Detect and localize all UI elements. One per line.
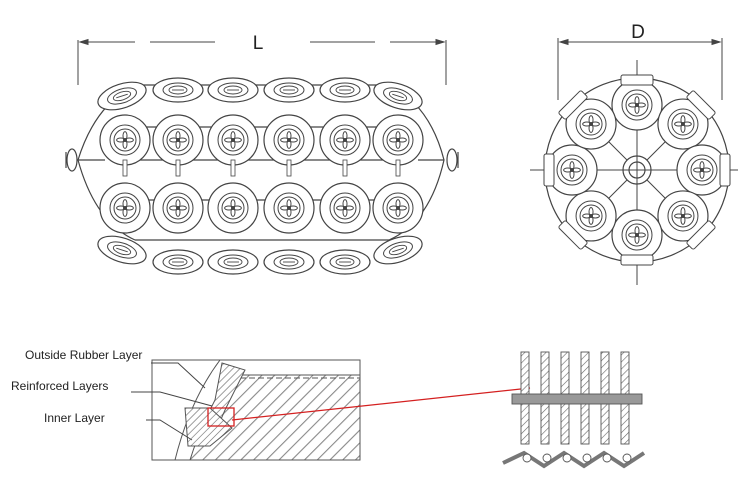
weave-node bbox=[562, 453, 572, 463]
bottom-tyre-left bbox=[97, 235, 147, 265]
weave-node bbox=[622, 453, 632, 463]
side-tyre-0-5 bbox=[372, 114, 424, 166]
reinforced-layers-label: Reinforced Layers bbox=[11, 379, 108, 393]
end-tyre-3 bbox=[657, 190, 709, 242]
side-tyre-1-3 bbox=[263, 182, 315, 234]
link-piece bbox=[175, 159, 181, 177]
link-piece bbox=[122, 159, 128, 177]
end-pad-7 bbox=[686, 220, 716, 250]
bottom-tyre-right bbox=[373, 235, 423, 265]
end-tyre-ring bbox=[543, 74, 731, 266]
bottom-tyre-3 bbox=[319, 249, 371, 275]
end-tyre-5 bbox=[565, 190, 617, 242]
link-piece bbox=[342, 159, 348, 177]
side-tyre-1-5 bbox=[372, 182, 424, 234]
weave-node bbox=[582, 453, 592, 463]
side-tyre-1-1 bbox=[152, 182, 204, 234]
side-tyre-grid bbox=[97, 77, 424, 275]
outside-rubber-layer-label: Outside Rubber Layer bbox=[25, 348, 142, 362]
end-pad-2 bbox=[543, 153, 555, 187]
side-tyre-1-0 bbox=[99, 182, 151, 234]
link-piece bbox=[286, 159, 292, 177]
top-tyre-1 bbox=[207, 77, 259, 103]
end-view: D bbox=[530, 22, 738, 285]
side-tyre-0-0 bbox=[99, 114, 151, 166]
top-tyre-3 bbox=[319, 77, 371, 103]
link-piece bbox=[395, 159, 401, 177]
weave-node bbox=[522, 453, 532, 463]
end-pad-0 bbox=[620, 74, 654, 86]
side-tyre-1-4 bbox=[319, 182, 371, 234]
weave-cross-band bbox=[511, 393, 643, 405]
end-tyre-1 bbox=[657, 98, 709, 150]
diameter-label: D bbox=[631, 22, 645, 43]
side-tyre-0-4 bbox=[319, 114, 371, 166]
end-pad-1 bbox=[620, 254, 654, 266]
side-tyre-0-1 bbox=[152, 114, 204, 166]
side-view: L bbox=[65, 33, 459, 275]
end-tyre-0 bbox=[611, 79, 663, 131]
inner-layer-label: Inner Layer bbox=[44, 411, 105, 425]
end-tyre-4 bbox=[611, 209, 663, 261]
bottom-tyre-2 bbox=[263, 249, 315, 275]
end-pad-5 bbox=[686, 90, 716, 120]
detail-link-line bbox=[231, 387, 531, 421]
bottom-tyre-0 bbox=[152, 249, 204, 275]
length-dimension bbox=[77, 38, 447, 85]
side-tyre-0-2 bbox=[207, 114, 259, 166]
end-pad-4 bbox=[558, 90, 588, 120]
weave-node bbox=[602, 453, 612, 463]
side-tyre-0-3 bbox=[263, 114, 315, 166]
inner-layer bbox=[184, 407, 233, 447]
cross-section: Outside Rubber Layer Reinforced Layers I… bbox=[11, 348, 531, 461]
top-tyre-0 bbox=[152, 77, 204, 103]
top-tyre-2 bbox=[263, 77, 315, 103]
end-tyre-6 bbox=[546, 144, 598, 196]
end-tyre-7 bbox=[565, 98, 617, 150]
weave-detail bbox=[502, 351, 646, 469]
length-label: L bbox=[253, 33, 264, 54]
weave-node bbox=[542, 453, 552, 463]
end-pad-6 bbox=[558, 220, 588, 250]
bottom-tyre-1 bbox=[207, 249, 259, 275]
top-tyre-left bbox=[97, 81, 147, 111]
side-tyre-1-2 bbox=[207, 182, 259, 234]
end-pad-3 bbox=[719, 153, 731, 187]
link-piece bbox=[230, 159, 236, 177]
end-tyre-2 bbox=[676, 144, 728, 196]
top-tyre-right bbox=[373, 81, 423, 111]
detail-highlight bbox=[207, 407, 235, 427]
